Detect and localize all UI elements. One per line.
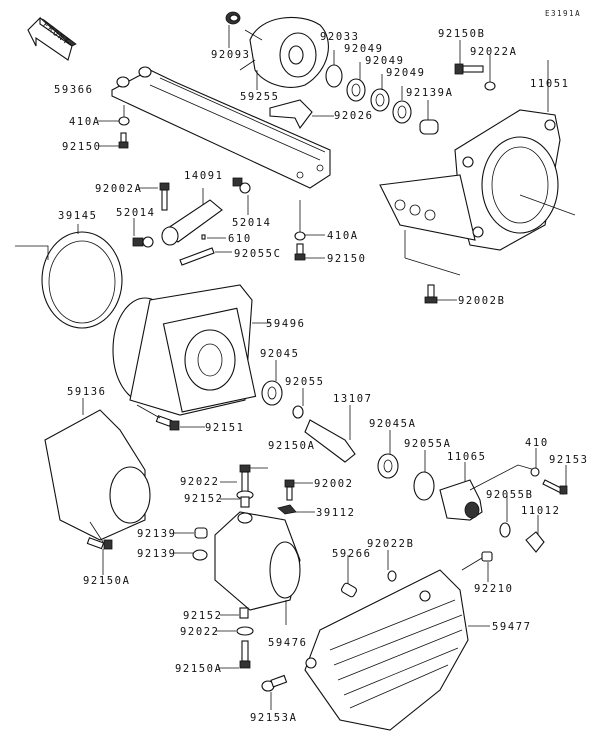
part-label-92002: 92002 bbox=[314, 478, 354, 490]
part-label-92002A: 92002A bbox=[95, 183, 143, 195]
part-label-92150A-3: 92150A bbox=[175, 663, 223, 675]
pump-body-59496 bbox=[112, 284, 270, 416]
bolt-stack-top bbox=[220, 464, 315, 515]
part-label-39112: 39112 bbox=[316, 507, 356, 519]
grate-59477 bbox=[304, 569, 490, 731]
cap-92093 bbox=[225, 11, 241, 48]
front-arrow-icon bbox=[27, 16, 77, 61]
part-label-11051: 11051 bbox=[530, 78, 570, 90]
bolt-92150B bbox=[454, 40, 496, 91]
part-label-92152-2: 92152 bbox=[183, 610, 223, 622]
part-label-92150A-2: 92150A bbox=[83, 575, 131, 587]
part-label-92153A: 92153A bbox=[250, 712, 298, 724]
part-label-92150A-1: 92150A bbox=[268, 440, 316, 452]
cylinder-14091 bbox=[132, 177, 251, 266]
part-label-410A-1: 410A bbox=[69, 116, 101, 128]
impeller-59255 bbox=[239, 16, 329, 90]
cap-11012 bbox=[499, 495, 545, 553]
part-label-92139-1: 92139 bbox=[137, 528, 177, 540]
part-label-59496: 59496 bbox=[266, 318, 306, 330]
shaft-13107 bbox=[304, 405, 356, 463]
part-label-92045: 92045 bbox=[260, 348, 300, 360]
pump-cover-plate bbox=[111, 66, 331, 189]
part-label-92055B: 92055B bbox=[486, 489, 534, 501]
part-label-92150-2: 92150 bbox=[327, 253, 367, 265]
part-label-92150-1: 92150 bbox=[62, 141, 102, 153]
plug-92210 bbox=[461, 551, 493, 582]
bolt-92153A bbox=[261, 674, 288, 710]
part-label-92151: 92151 bbox=[205, 422, 245, 434]
part-label-92210: 92210 bbox=[474, 583, 514, 595]
part-label-92153: 92153 bbox=[549, 454, 589, 466]
part-label-92033: 92033 bbox=[320, 31, 360, 43]
part-label-92055: 92055 bbox=[285, 376, 325, 388]
part-label-13107: 13107 bbox=[333, 393, 373, 405]
part-label-11065: 11065 bbox=[447, 451, 487, 463]
fitting-59266 bbox=[340, 550, 397, 598]
part-label-59366: 59366 bbox=[54, 84, 94, 96]
oring-92055A bbox=[413, 450, 435, 501]
part-label-410: 410 bbox=[525, 437, 549, 449]
part-label-92049-3: 92049 bbox=[386, 67, 426, 79]
part-label-92049-2: 92049 bbox=[365, 55, 405, 67]
part-label-92022-1: 92022 bbox=[180, 476, 220, 488]
washer-bolt-center bbox=[294, 200, 325, 261]
washer-bolt-left bbox=[98, 105, 130, 149]
part-label-92150B: 92150B bbox=[438, 28, 486, 40]
part-label-92045A: 92045A bbox=[369, 418, 417, 430]
part-label-410A-2: 410A bbox=[327, 230, 359, 242]
bearing-92045A bbox=[377, 430, 399, 479]
part-label-92055A: 92055A bbox=[404, 438, 452, 450]
part-label-59136: 59136 bbox=[67, 386, 107, 398]
seal-rings bbox=[325, 50, 439, 135]
part-label-92139-2: 92139 bbox=[137, 548, 177, 560]
part-label-14091: 14091 bbox=[184, 170, 224, 182]
part-label-39145: 39145 bbox=[58, 210, 98, 222]
shim-92026 bbox=[269, 99, 334, 130]
bolt-92002B bbox=[424, 284, 457, 304]
bushings-92139 bbox=[173, 527, 208, 561]
reference-code: E3191A bbox=[545, 9, 582, 18]
part-label-92055C: 92055C bbox=[234, 248, 282, 260]
part-label-59476: 59476 bbox=[268, 637, 308, 649]
part-label-59266: 59266 bbox=[332, 548, 372, 560]
bolt-92151 bbox=[136, 404, 205, 431]
steering-nozzle-59476 bbox=[214, 511, 301, 625]
part-label-52014-1: 52014 bbox=[116, 207, 156, 219]
part-label-59255: 59255 bbox=[240, 91, 280, 103]
part-label-92049-1: 92049 bbox=[344, 43, 384, 55]
part-label-92022A: 92022A bbox=[470, 46, 518, 58]
part-label-11012: 11012 bbox=[521, 505, 561, 517]
part-label-92093: 92093 bbox=[211, 49, 251, 61]
bearing-92045 bbox=[261, 360, 304, 419]
part-label-92139A: 92139A bbox=[406, 87, 454, 99]
part-label-92152-1: 92152 bbox=[184, 493, 224, 505]
part-label-92002B: 92002B bbox=[458, 295, 506, 307]
ring-39145 bbox=[15, 224, 123, 329]
part-label-92026: 92026 bbox=[334, 110, 374, 122]
pump-case-11051 bbox=[379, 60, 576, 276]
part-label-92022-2: 92022 bbox=[180, 626, 220, 638]
bolt-stack-bottom bbox=[215, 607, 254, 669]
part-label-59477: 59477 bbox=[492, 621, 532, 633]
cap-11065 bbox=[439, 448, 568, 521]
part-label-52014-2: 52014 bbox=[232, 217, 272, 229]
part-label-610: 610 bbox=[228, 233, 252, 245]
nozzle-59136 bbox=[44, 398, 151, 575]
part-label-92022B: 92022B bbox=[367, 538, 415, 550]
